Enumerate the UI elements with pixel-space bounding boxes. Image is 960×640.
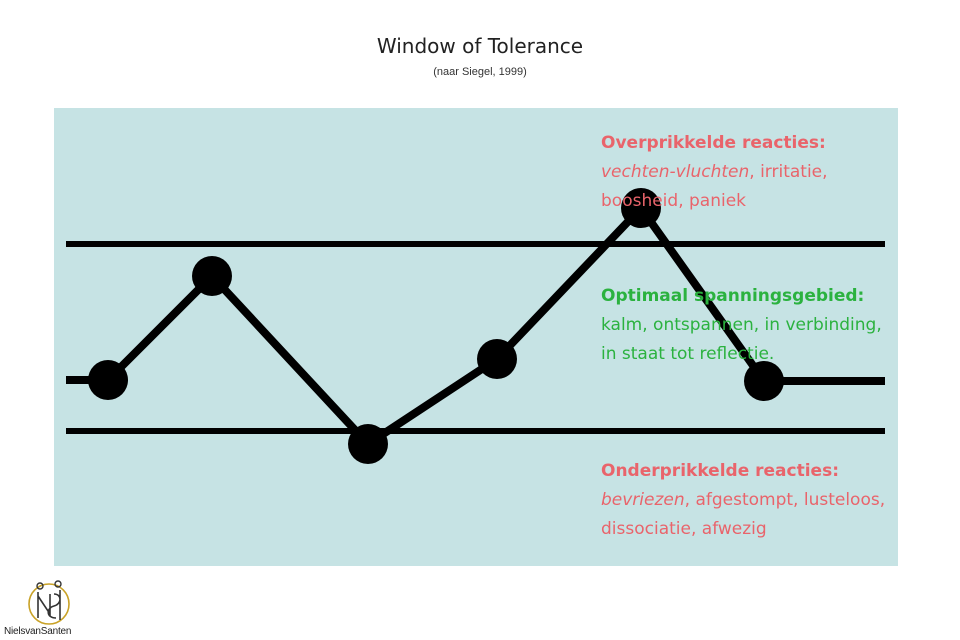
nielsvansanten-logo-icon bbox=[28, 580, 70, 625]
under-arousal-rest: , afgestompt, lusteloos, dissociatie, af… bbox=[601, 490, 886, 539]
logo-text: NielsvanSanten bbox=[4, 626, 72, 637]
arousal-point-6 bbox=[744, 361, 784, 401]
over-arousal-body: vechten-vluchten, irritatie, boosheid, p… bbox=[601, 158, 891, 216]
over-arousal-zone-text: Overprikkelde reacties: vechten-vluchten… bbox=[601, 129, 891, 216]
over-arousal-rest: , irritatie, boosheid, paniek bbox=[601, 162, 828, 211]
brand-logo[interactable]: NielsvanSanten bbox=[4, 574, 88, 640]
arousal-point-2 bbox=[192, 256, 232, 296]
page-title: Window of Tolerance bbox=[376, 34, 584, 58]
optimal-zone-body: kalm, ontspannen, in verbinding, in staa… bbox=[601, 315, 882, 364]
over-arousal-italic: vechten-vluchten bbox=[601, 162, 750, 182]
under-arousal-zone-text: Onderprikkelde reacties: bevriezen, afge… bbox=[601, 457, 891, 544]
under-arousal-italic: bevriezen bbox=[601, 490, 685, 510]
optimal-zone-heading: Optimaal spanningsgebied: bbox=[601, 286, 865, 306]
optimal-zone-text: Optimaal spanningsgebied: kalm, ontspann… bbox=[601, 282, 891, 369]
arousal-point-1 bbox=[88, 360, 128, 400]
arousal-point-5 bbox=[621, 188, 661, 228]
under-arousal-body: bevriezen, afgestompt, lusteloos, dissoc… bbox=[601, 486, 891, 544]
diagram-panel bbox=[54, 108, 898, 566]
page-subtitle: (naar Siegel, 1999) bbox=[433, 66, 527, 78]
arousal-point-4 bbox=[477, 339, 517, 379]
under-arousal-heading: Onderprikkelde reacties: bbox=[601, 461, 840, 481]
arousal-point-3 bbox=[348, 424, 388, 464]
arousal-path-line bbox=[105, 204, 768, 448]
over-arousal-heading: Overprikkelde reacties: bbox=[601, 133, 826, 153]
